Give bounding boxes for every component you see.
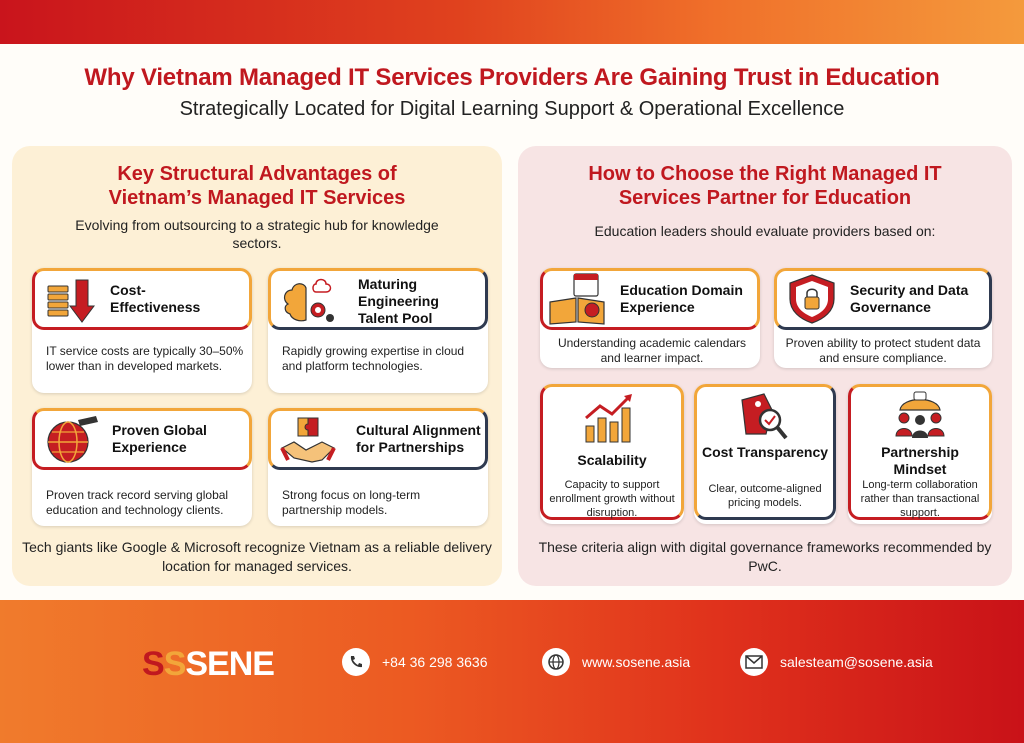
main-subtitle: Strategically Located for Digital Learni… [179,98,845,120]
sosene-logo: SSSENE [142,645,275,683]
website-link[interactable]: www.sosene.asia [582,654,691,670]
criteria-panel: How to Choose the Right Managed IT Servi… [518,146,1012,586]
top-banner [0,0,1024,44]
card-description: Proven track record serving global educa… [46,488,229,517]
criteria-title: How to Choose the Right Managed IT Servi… [518,162,1012,210]
shield-lock-icon [789,274,835,324]
brain-cloud-icon [283,278,334,322]
card-scalability: Scalability Capacity to support enrollme… [540,384,684,524]
card-title: Cultural Alignment for Partnerships [356,422,481,455]
handshake-puzzle-icon [280,417,336,463]
card-title: Security and Data Governance [850,282,969,315]
card-description: Rapidly growing expertise in cloud and p… [282,344,465,373]
card-description: Long-term collaboration rather than tran… [860,479,980,519]
card-description: IT service costs are typically 30–50% lo… [46,344,244,373]
card-education-domain: Education Domain Experience Understandin… [540,268,760,368]
card-title: Scalability [577,452,647,468]
card-partnership-mindset: Partnership Mindset Long-term collaborat… [848,384,992,524]
footer-banner [0,600,1024,743]
card-title: Proven Global Experience [112,422,207,455]
main-title: Why Vietnam Managed IT Services Provider… [84,64,940,91]
card-title: Cost Transparency [701,444,829,460]
card-description: Proven ability to protect student data a… [785,336,981,365]
contact-email[interactable]: salesteam@sosene.asia [740,648,933,676]
advantages-subtitle: Evolving from outsourcing to a strategic… [75,217,439,251]
contact-website[interactable]: www.sosene.asia [542,648,690,676]
card-description: Understanding academic calendars and lea… [557,336,747,365]
advantages-footer: Tech giants like Google & Microsoft reco… [22,539,492,574]
criteria-footer: These criteria align with digital govern… [538,539,992,574]
card-description: Clear, outcome-aligned pricing models. [708,483,822,509]
card-talent-pool: Maturing Engineering Talent Pool Rapidly… [268,268,488,393]
price-tag-search-icon [741,393,788,440]
mail-icon [740,648,768,676]
cost-down-icon [47,279,95,323]
card-title: Maturing Engineering Talent Pool [358,276,439,326]
people-meeting-icon [895,391,945,438]
phone-icon [342,648,370,676]
advantages-panel: Key Structural Advantages of Vietnam’s M… [12,146,502,586]
advantages-title: Key Structural Advantages of Vietnam’s M… [12,162,502,210]
card-description: Capacity to support enrollment growth wi… [549,479,675,519]
globe-graduation-icon [47,416,98,463]
contact-phone[interactable]: +84 36 298 3636 [342,648,488,676]
card-title: Education Domain Experience [620,282,743,315]
card-title: Cost-Effectiveness [110,282,201,315]
advantages-title-line2: Vietnam’s Managed IT Services [108,187,406,209]
globe-icon [542,648,570,676]
card-cost-transparency: Cost Transparency Clear, outcome-aligned… [694,384,836,524]
book-calendar-icon [549,273,605,325]
card-cultural-alignment: Cultural Alignment for Partnerships Stro… [268,408,488,526]
card-cost-effectiveness: Cost-Effectiveness IT service costs are … [32,268,252,393]
advantages-title-line1: Key Structural Advantages of [117,163,397,185]
card-title: Partnership Mindset [881,444,959,477]
card-global-experience: Proven Global Experience Proven track re… [32,408,252,526]
card-description: Strong focus on long-term partnership mo… [282,488,421,517]
card-security-governance: Security and Data Governance Proven abil… [774,268,992,368]
growth-chart-icon [585,394,632,443]
criteria-title-line2: Services Partner for Education [618,187,912,209]
criteria-subtitle: Education leaders should evaluate provid… [594,223,936,239]
email-link[interactable]: salesteam@sosene.asia [780,654,933,670]
phone-number[interactable]: +84 36 298 3636 [382,654,488,670]
criteria-title-line1: How to Choose the Right Managed IT [588,163,942,185]
